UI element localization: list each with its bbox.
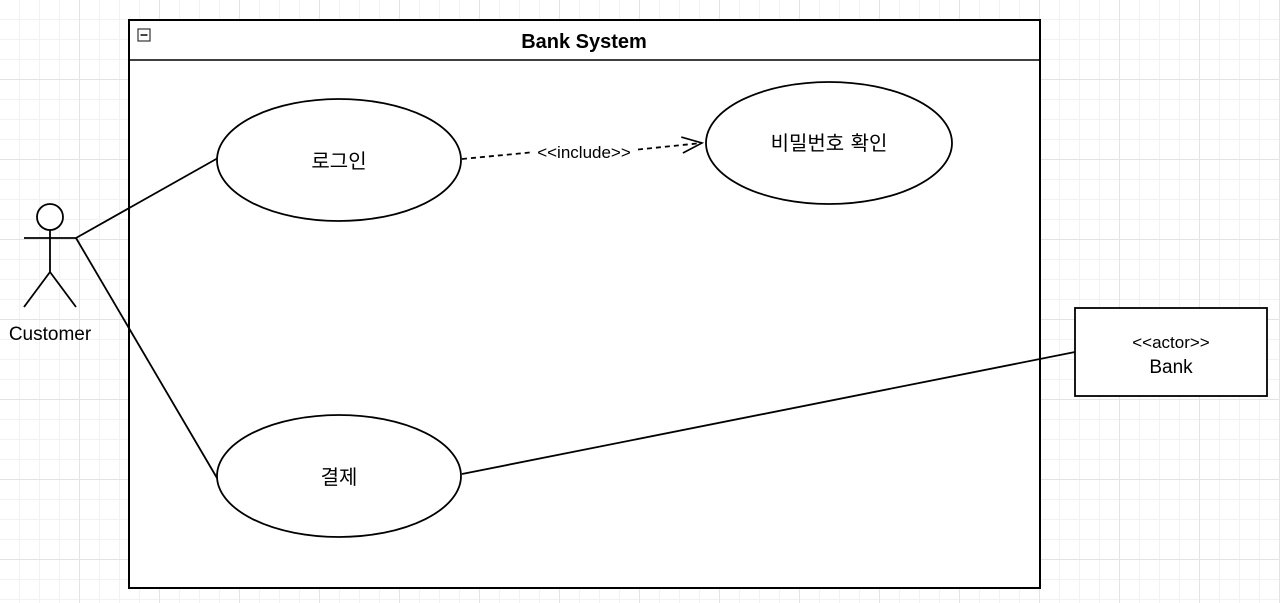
stick-figure-icon	[23, 203, 77, 308]
minus-box-icon[interactable]	[137, 28, 151, 42]
actor-customer[interactable]: Customer	[9, 203, 92, 345]
payment-bank-association[interactable]	[461, 351, 1076, 475]
use-case-payment[interactable]: 결제	[216, 414, 462, 538]
system-title: Bank System	[521, 31, 647, 53]
use-case-payment-label: 결제	[321, 465, 358, 489]
actor-bank-stereotype: <<actor>>	[1132, 333, 1210, 352]
customer-login-association[interactable]	[75, 157, 219, 239]
use-case-login[interactable]: 로그인	[216, 98, 462, 222]
include-label: <<include>>	[537, 143, 631, 162]
actor-customer-label: Customer	[9, 324, 92, 345]
actor-bank[interactable]: <<actor>> Bank	[1074, 307, 1268, 397]
customer-payment-association[interactable]	[75, 237, 218, 479]
use-case-password-check[interactable]: 비밀번호 확인	[705, 81, 953, 205]
include-relationship[interactable]: <<include>>	[461, 143, 702, 162]
actor-bank-box	[1074, 307, 1268, 397]
use-case-password-check-label: 비밀번호 확인	[771, 131, 888, 155]
use-case-login-label: 로그인	[311, 149, 366, 173]
actor-bank-label: Bank	[1149, 357, 1193, 378]
